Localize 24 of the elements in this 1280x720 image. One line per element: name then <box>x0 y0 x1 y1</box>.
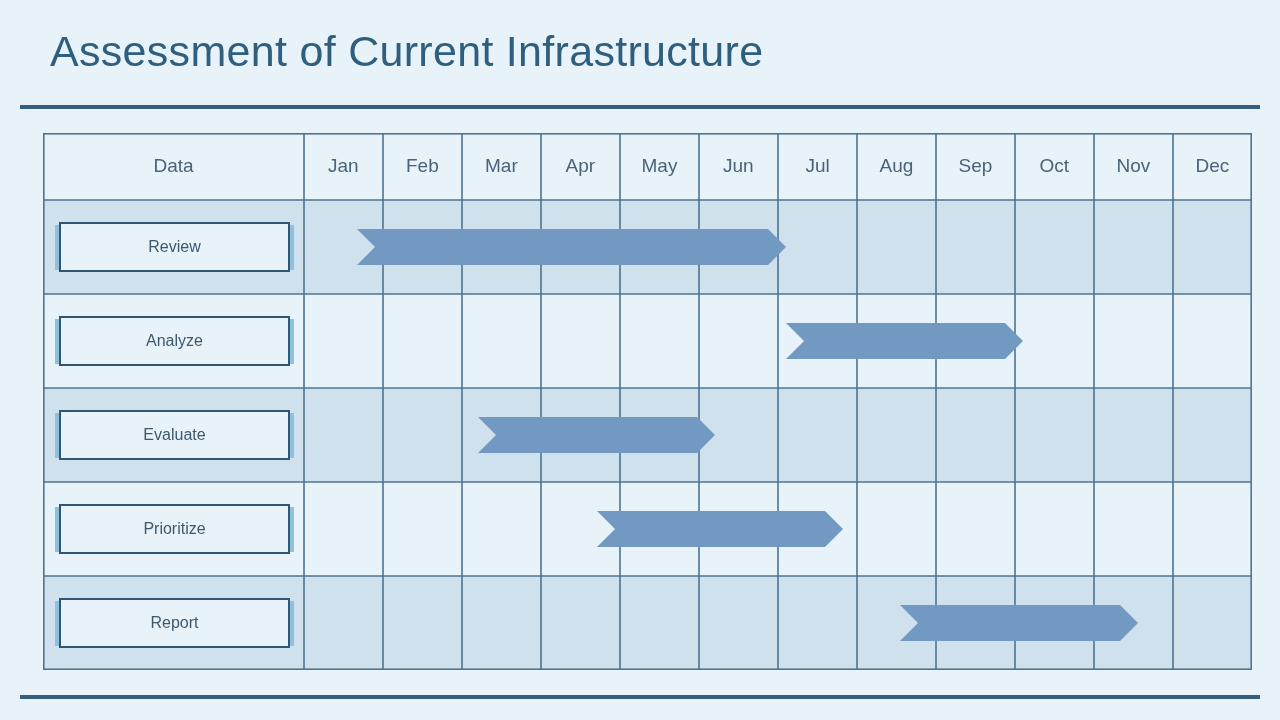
column-header: Dec <box>1195 155 1230 178</box>
column-header: Aug <box>879 155 914 178</box>
column-header: Nov <box>1116 155 1151 178</box>
chevron-bar <box>786 323 1023 359</box>
task-box: Evaluate <box>55 410 294 460</box>
chevron-bar <box>900 605 1138 641</box>
task-box: Report <box>55 598 294 648</box>
column-header: Jun <box>723 155 754 178</box>
column-header: Feb <box>406 155 439 178</box>
column-header: Apr <box>565 155 596 178</box>
column-header: Jan <box>328 155 359 178</box>
task-box: Analyze <box>55 316 294 366</box>
column-header: Data <box>153 155 194 178</box>
column-header: Jul <box>805 155 830 178</box>
column-header: Mar <box>485 155 518 178</box>
chevron-bar <box>357 229 786 265</box>
column-header: Oct <box>1039 155 1070 178</box>
chevron-bar <box>597 511 843 547</box>
slide-title: Assessment of Current Infrastructure <box>50 26 764 77</box>
chevron-bar <box>478 417 715 453</box>
column-header: Sep <box>958 155 993 178</box>
column-header: May <box>641 155 678 178</box>
task-box: Prioritize <box>55 504 294 554</box>
task-box: Review <box>55 222 294 272</box>
